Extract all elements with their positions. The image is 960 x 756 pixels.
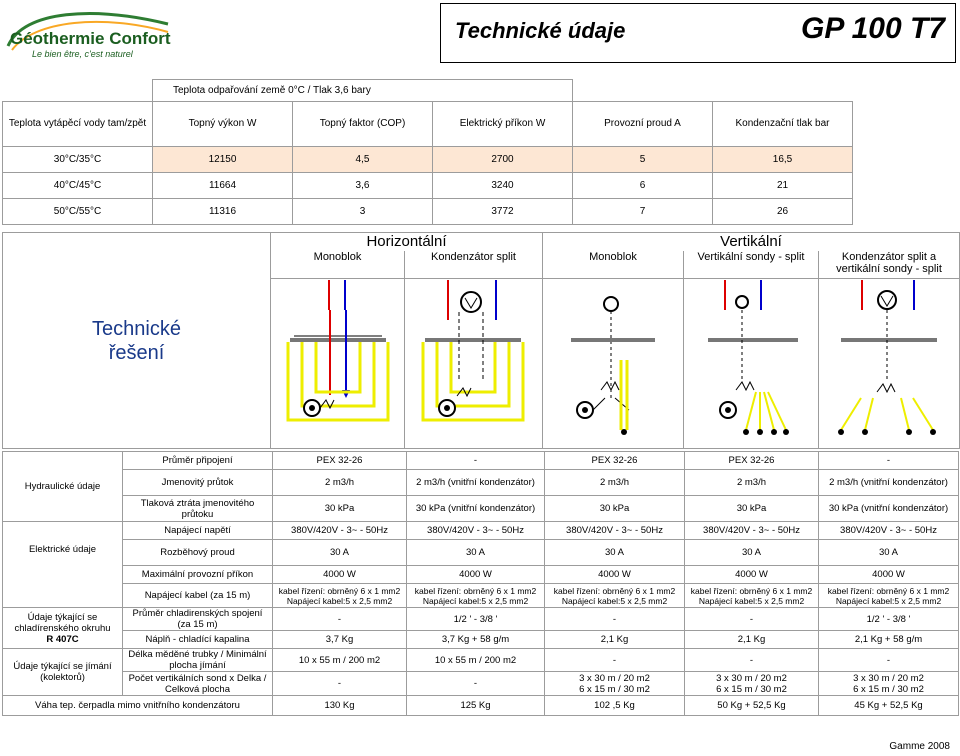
perf-cell: 16,5 xyxy=(712,146,853,173)
perf-cell: 21 xyxy=(712,172,853,199)
performance-table: Teplota odpařování země 0°C / Tlak 3,6 b… xyxy=(2,79,853,225)
perf-col-header: Elektrický příkon W xyxy=(432,101,573,147)
spec-label: Počet vertikálních sond x Delka / Celkov… xyxy=(122,671,273,696)
section-collectors: Údaje týkající se jímání (kolektorů) xyxy=(2,648,123,696)
diagram-monoblok-h xyxy=(270,278,405,449)
section-circuit: Údaje týkající se chladírenského okruhu … xyxy=(2,607,123,649)
perf-caption: Teplota odpařování země 0°C / Tlak 3,6 b… xyxy=(152,79,573,102)
diagram-condenser-split-and-probes xyxy=(817,278,960,449)
spec-label: Napájecí kabel (za 15 m) xyxy=(122,583,273,608)
brand-logo: Géothermie Confort Le bien être, c'est n… xyxy=(4,4,172,60)
perf-cell: 7 xyxy=(572,198,713,225)
group-vertical: Vertikální xyxy=(541,232,960,251)
solution-type: Monoblok xyxy=(541,250,684,279)
svg-text:Géothermie Confort: Géothermie Confort xyxy=(10,29,171,48)
perf-cell: 2700 xyxy=(432,146,573,173)
model-name: GP 100 T7 xyxy=(801,12,945,45)
section-electric: Elektrické údaje xyxy=(2,521,123,608)
diagram-monoblok-v xyxy=(541,278,684,449)
spec-label: Náplň - chladící kapalina xyxy=(122,630,273,649)
perf-cell: 3240 xyxy=(432,172,573,199)
table-row: 50°C/55°C 11316 3 3772 7 26 xyxy=(2,198,853,225)
perf-col-header: Topný faktor (COP) xyxy=(292,101,433,147)
solution-type: Kondenzátor split a vertikální sondy - s… xyxy=(817,250,960,279)
diagram-condenser-split-h xyxy=(404,278,543,449)
spec-label: Maximální provozní příkon xyxy=(122,565,273,584)
perf-cell: 11664 xyxy=(152,172,293,199)
perf-cell: 3,6 xyxy=(292,172,433,199)
perf-temp: 40°C/45°C xyxy=(2,172,153,199)
perf-cell: 6 xyxy=(572,172,713,199)
solutions-table: Technické řešení Horizontální Vertikální… xyxy=(1,232,960,449)
spec-label: Délka měděné trubky / Minimální plocha j… xyxy=(122,648,273,672)
spec-label: Průměr chladirenských spojení (za 15 m) xyxy=(122,607,273,631)
perf-col-header: Topný výkon W xyxy=(152,101,293,147)
spec-label: Jmenovitý průtok xyxy=(122,469,273,496)
table-row: 40°C/45°C 11664 3,6 3240 6 21 xyxy=(2,172,853,199)
perf-cell: 11316 xyxy=(152,198,293,225)
footer-range: Gamme 2008 xyxy=(889,741,950,752)
perf-cell: 12150 xyxy=(152,146,293,173)
table-row: 30°C/35°C 12150 4,5 2700 5 16,5 xyxy=(2,146,853,173)
spec-label: Váha tep. čerpadla mimo vnitřního konden… xyxy=(2,695,273,716)
perf-cell: 4,5 xyxy=(292,146,433,173)
spec-label: Rozběhový proud xyxy=(122,539,273,566)
header-box: Technické údaje GP 100 T7 xyxy=(440,3,956,63)
spec-label: Napájecí napětí xyxy=(122,521,273,540)
perf-col-header: Kondenzační tlak bar xyxy=(712,101,853,147)
perf-cell: 5 xyxy=(572,146,713,173)
specs-table: Hydraulické údaje Průměr připojení PEX 3… xyxy=(2,451,959,716)
perf-temp: 30°C/35°C xyxy=(2,146,153,173)
section-hydraulic: Hydraulické údaje xyxy=(2,451,123,522)
solution-type: Monoblok xyxy=(270,250,405,279)
solution-type: Kondenzátor split xyxy=(404,250,543,279)
svg-text:Le bien être, c'est naturel: Le bien être, c'est naturel xyxy=(32,49,134,59)
solutions-label: Technické řešení xyxy=(1,232,272,449)
group-horizontal: Horizontální xyxy=(270,232,543,251)
solution-type: Vertikální sondy - split xyxy=(682,250,819,279)
perf-cell: 26 xyxy=(712,198,853,225)
perf-row-header: Teplota vytápěcí vody tam/zpět xyxy=(2,101,153,147)
spec-label: Průměr připojení xyxy=(122,451,273,470)
perf-temp: 50°C/55°C xyxy=(2,198,153,225)
perf-cell: 3 xyxy=(292,198,433,225)
diagram-vertical-probes-split xyxy=(682,278,819,449)
page-title: Technické údaje xyxy=(455,18,626,43)
spec-label: Tlaková ztráta jmenovitého průtoku xyxy=(122,495,273,522)
perf-col-header: Provozní proud A xyxy=(572,101,713,147)
perf-cell: 3772 xyxy=(432,198,573,225)
